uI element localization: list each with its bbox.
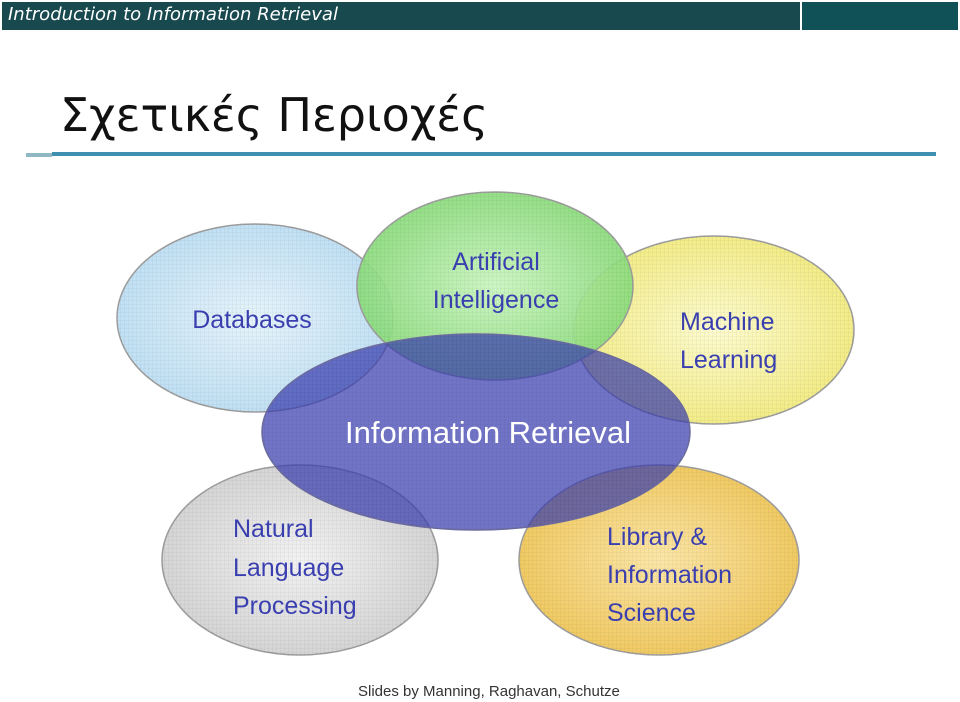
ellipse-artificial-intelligence	[356, 191, 634, 381]
label-nlp-line-1: Natural	[233, 515, 314, 543]
label-lis-line-2: Information	[607, 561, 732, 589]
ellipse-information-retrieval	[261, 333, 691, 531]
label-nlp-line-3: Processing	[233, 592, 357, 620]
header-bar: Introduction to Information Retrieval	[0, 0, 960, 32]
label-lis-line-3: Science	[607, 599, 696, 627]
label-ai-line-2: Intelligence	[433, 286, 559, 314]
title-rule-accent	[26, 153, 52, 157]
course-title: Introduction to Information Retrieval	[8, 4, 338, 25]
header-bar-accent	[802, 2, 958, 30]
label-databases: Databases	[192, 306, 312, 334]
label-nlp-line-2: Language	[233, 554, 344, 582]
label-ml-line-1: Machine	[680, 308, 775, 336]
title-rule	[52, 152, 936, 156]
header-bar-main	[2, 2, 800, 30]
label-center: Information Retrieval	[345, 415, 631, 450]
label-ml-line-2: Learning	[680, 346, 777, 374]
slide-title: Σχετικές Περιοχές	[60, 88, 489, 142]
label-lis-line-1: Library &	[607, 523, 707, 551]
label-ai-line-1: Artificial	[452, 248, 540, 276]
footer-credit: Slides by Manning, Raghavan, Schutze	[358, 683, 620, 700]
